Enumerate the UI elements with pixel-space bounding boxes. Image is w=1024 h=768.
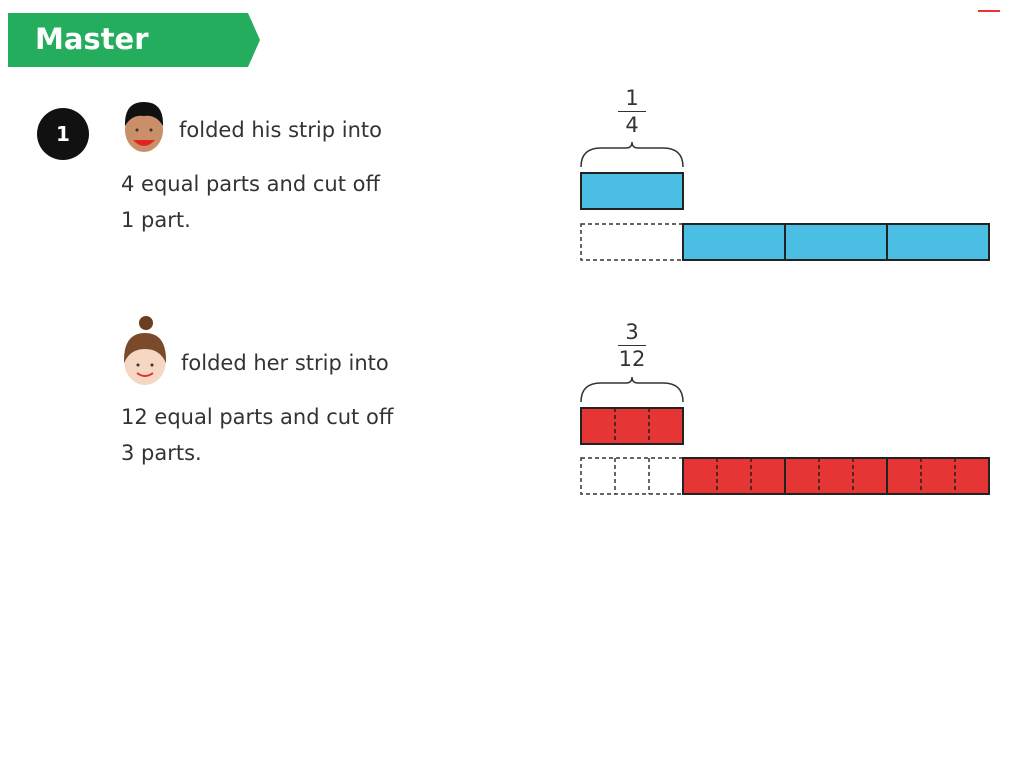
denominator: 12 bbox=[618, 347, 646, 371]
banner-label: Master bbox=[35, 22, 149, 56]
strip-part bbox=[784, 457, 888, 495]
master-banner: Master bbox=[8, 13, 260, 67]
strip-part bbox=[682, 223, 786, 261]
denominator: 4 bbox=[625, 113, 639, 137]
strip-part bbox=[886, 223, 990, 261]
empty-part bbox=[580, 223, 684, 261]
boy-text-line2: 4 equal parts and cut off bbox=[121, 172, 380, 196]
brace bbox=[580, 376, 684, 403]
girl-text-line1: folded her strip into bbox=[181, 351, 389, 375]
girl-text-line2: 12 equal parts and cut off bbox=[121, 405, 394, 429]
empty-part bbox=[580, 457, 684, 495]
cut-piece bbox=[580, 407, 684, 445]
numerator: 3 bbox=[625, 320, 639, 344]
strip-part bbox=[886, 457, 990, 495]
girl-text-line3: 3 parts. bbox=[121, 441, 202, 465]
strip-part bbox=[682, 457, 786, 495]
red-mark bbox=[978, 10, 1000, 12]
numerator: 1 bbox=[625, 86, 639, 110]
boy-text-line3: 1 part. bbox=[121, 208, 191, 232]
girl-face-icon bbox=[123, 316, 167, 385]
question-number: 1 bbox=[37, 108, 89, 160]
cut-piece bbox=[580, 172, 684, 210]
boy-face-icon bbox=[124, 102, 164, 152]
boy-text-line1: folded his strip into bbox=[179, 118, 382, 142]
strip-part bbox=[784, 223, 888, 261]
brace bbox=[580, 141, 684, 168]
